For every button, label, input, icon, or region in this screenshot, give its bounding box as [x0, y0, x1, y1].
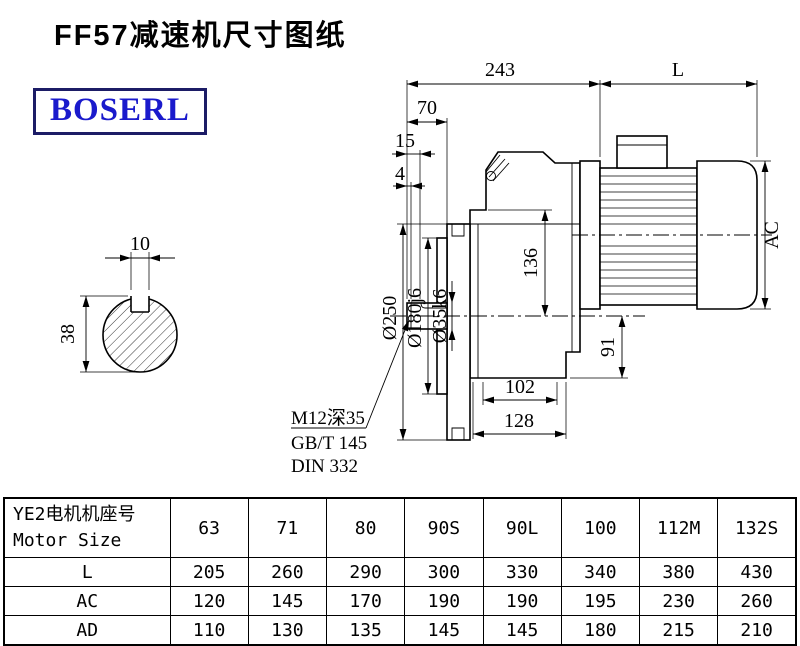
cell: 340	[560, 557, 641, 587]
size-112M: 112M	[638, 497, 719, 558]
dim-15: 15	[395, 130, 415, 152]
cell: 130	[247, 615, 328, 646]
dim-38: 38	[57, 324, 79, 344]
table-row-L: L 205 260 290 300 330 340 380 430	[3, 557, 797, 587]
dimensions: 243 L 70 15 4 136 AC	[291, 59, 783, 477]
output-flange	[446, 223, 471, 441]
cell: 120	[169, 586, 249, 616]
cell: 430	[717, 557, 797, 587]
cell: 170	[325, 586, 406, 616]
cell: 210	[717, 615, 797, 646]
motor-size-table: YE2电机机座号 Motor Size 63 71 80 90S 90L 100…	[3, 497, 797, 646]
table-row-AD: AD 110 130 135 145 145 180 215 210	[3, 615, 797, 646]
cell: 215	[638, 615, 719, 646]
cell: 145	[404, 615, 484, 646]
dim-243: 243	[485, 59, 515, 81]
dim-128: 128	[504, 410, 534, 432]
dim-flange-od: Ø250	[379, 296, 401, 340]
table-header-row: YE2电机机座号 Motor Size 63 71 80 90S 90L 100…	[3, 497, 797, 558]
dim-4: 4	[395, 163, 405, 185]
cell: 110	[169, 615, 249, 646]
gearcase	[469, 151, 581, 379]
cell: 260	[247, 557, 328, 587]
cell: 190	[482, 586, 562, 616]
header-cn: YE2电机机座号	[13, 503, 136, 525]
dim-136: 136	[520, 248, 542, 278]
row-label-L: L	[3, 557, 171, 587]
size-90L: 90L	[482, 497, 562, 558]
cell: 190	[404, 586, 484, 616]
size-132S: 132S	[717, 497, 797, 558]
cell: 195	[560, 586, 641, 616]
size-100: 100	[560, 497, 641, 558]
cell: 135	[325, 615, 406, 646]
dim-70: 70	[417, 97, 437, 119]
size-63: 63	[169, 497, 249, 558]
cooling-fins	[600, 175, 697, 295]
terminal-box	[616, 135, 668, 169]
note-din: DIN 332	[291, 456, 358, 477]
row-label-AD: AD	[3, 615, 171, 646]
cell: 205	[169, 557, 249, 587]
note-gbt: GB/T 145	[291, 433, 367, 454]
dim-key-width: 10	[130, 233, 150, 255]
page-title: FF57减速机尺寸图纸	[54, 20, 347, 52]
motor-stator	[599, 167, 698, 306]
dim-102: 102	[505, 376, 535, 398]
motor	[579, 135, 758, 310]
cell: 145	[247, 586, 328, 616]
boserl-logo: BOSERL	[33, 88, 207, 135]
logo-text: BOSERL	[50, 92, 190, 128]
dim-AC: AC	[761, 221, 783, 249]
dim-pilot: Ø180j6	[404, 288, 426, 348]
table-row-AC: AC 120 145 170 190 190 195 230 260	[3, 586, 797, 616]
note-thread: M12深35	[291, 407, 365, 429]
dim-91: 91	[597, 337, 619, 357]
cell: 380	[638, 557, 719, 587]
lifting-bolt	[486, 171, 496, 181]
main-view: 243 L 70 15 4 136 AC	[291, 59, 783, 477]
shaft-end-view: 10 38	[57, 233, 178, 373]
row-label-AC: AC	[3, 586, 171, 616]
cell: 290	[325, 557, 406, 587]
size-80: 80	[325, 497, 406, 558]
cell: 330	[482, 557, 562, 587]
motor-size-header-cell: YE2电机机座号 Motor Size	[3, 497, 171, 558]
dim-L: L	[672, 59, 684, 81]
cell: 230	[638, 586, 719, 616]
cell: 300	[404, 557, 484, 587]
cell: 260	[717, 586, 797, 616]
cell: 145	[482, 615, 562, 646]
technical-drawing: 243 L 70 15 4 136 AC	[57, 59, 783, 477]
header-en: Motor Size	[13, 530, 122, 551]
size-71: 71	[247, 497, 328, 558]
dim-shaft-dia: Ø35k6	[429, 289, 451, 343]
size-90S: 90S	[404, 497, 484, 558]
cell: 180	[560, 615, 641, 646]
